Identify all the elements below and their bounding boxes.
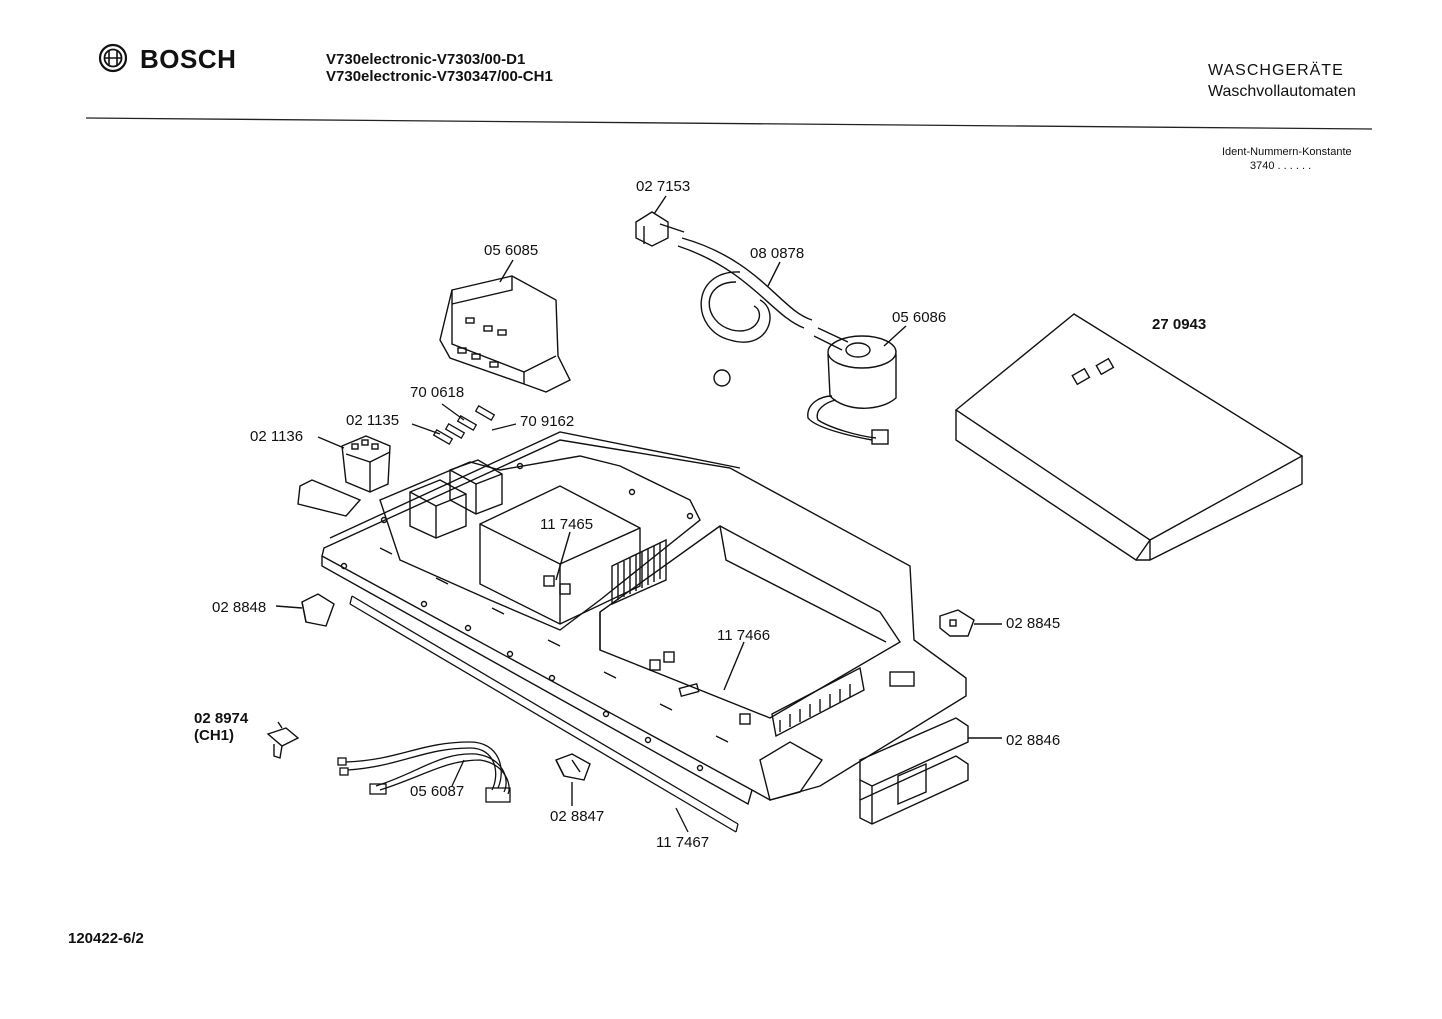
part-label-028848: 02 8848 bbox=[212, 599, 267, 616]
clip-028847-drawing bbox=[555, 753, 591, 806]
part-label-700618: 70 0618 bbox=[410, 384, 465, 401]
pcb-assembly-drawing bbox=[321, 431, 967, 806]
brand-name: BOSCH bbox=[140, 44, 237, 74]
cover-plate-270943-drawing bbox=[954, 313, 1304, 561]
part-label-056087: 05 6087 bbox=[410, 783, 465, 800]
handle-frame-028846-drawing bbox=[859, 717, 1002, 825]
part-label-028845: 02 8845 bbox=[1006, 615, 1061, 632]
category-title: WASCHGERÄTE bbox=[1208, 62, 1344, 79]
harness-056087-drawing bbox=[337, 741, 511, 803]
relay-cover-056085-drawing bbox=[439, 259, 571, 393]
connector-021136-drawing bbox=[297, 435, 391, 517]
hose-080878-drawing bbox=[677, 237, 813, 343]
part-label-027153: 02 7153 bbox=[636, 178, 691, 195]
part-label-117467: 11 7467 bbox=[656, 834, 710, 851]
part-label-028847: 02 8847 bbox=[550, 808, 605, 825]
category-subtitle: Waschvollautomaten bbox=[1208, 83, 1356, 100]
rail-117467-drawing bbox=[349, 595, 739, 833]
part-label-028974: 02 8974 bbox=[194, 710, 249, 727]
part-label-028846: 02 8846 bbox=[1006, 732, 1061, 749]
part-label-270943: 27 0943 bbox=[1152, 316, 1207, 333]
bosch-logo-icon bbox=[98, 43, 128, 73]
ident-value: 3740 . . . . . . bbox=[1250, 160, 1312, 172]
fuses-drawing bbox=[411, 403, 517, 445]
pump-056086-drawing bbox=[713, 325, 907, 445]
clip-028845-drawing bbox=[939, 609, 1002, 637]
part-label-117466: 11 7466 bbox=[717, 627, 771, 644]
part-label-021135: 02 1135 bbox=[346, 412, 400, 429]
document-number: 120422-6/2 bbox=[68, 930, 144, 947]
header-rule bbox=[85, 117, 1373, 130]
part-label-709162: 70 9162 bbox=[520, 413, 575, 430]
part-label-021136: 02 1136 bbox=[250, 428, 304, 445]
spacer-028974-drawing bbox=[266, 721, 300, 759]
part-label-080878: 08 0878 bbox=[750, 245, 805, 262]
part-label-117465: 11 7465 bbox=[540, 516, 594, 533]
ident-label: Ident-Nummern-Konstante bbox=[1222, 146, 1352, 158]
clip-028848-drawing bbox=[275, 593, 335, 627]
clamp-027153-drawing bbox=[635, 195, 685, 247]
model-line-2: V730electronic-V730347/00-CH1 bbox=[326, 68, 553, 85]
part-label-056086: 05 6086 bbox=[892, 309, 947, 326]
part-label-ch1: (CH1) bbox=[194, 727, 234, 744]
model-line-1: V730electronic-V7303/00-D1 bbox=[326, 51, 526, 68]
part-label-056085: 05 6085 bbox=[484, 242, 539, 259]
